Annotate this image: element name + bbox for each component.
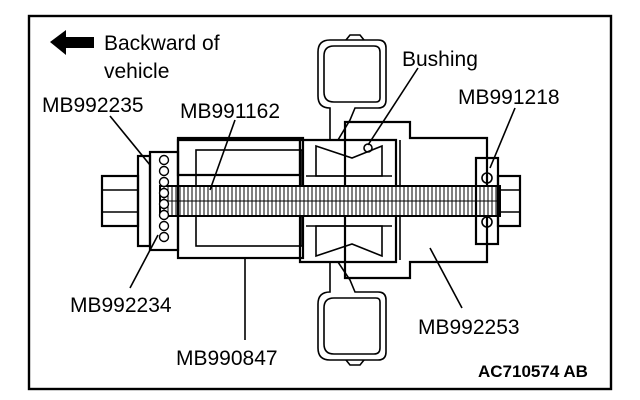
bushing [298,138,398,264]
bearing-ball [158,220,170,232]
label-mb991162: MB991162 [180,100,280,123]
bearing-ball [158,176,170,188]
direction-note-line1: Backward of [104,32,220,55]
direction-note-line2: vehicle [104,60,169,83]
label-mb992235: MB992235 [42,94,144,117]
leader-lines [109,67,516,340]
bearing-ball [158,198,170,210]
right-nut-mb991218 [474,156,522,246]
threaded-bolt-mb991162 [159,185,501,217]
label-mb990847: MB990847 [176,347,278,370]
bearing-ball [158,187,170,199]
bearing-ball [158,165,170,177]
control-arm-lower [317,261,387,366]
label-mb992253: MB992253 [418,316,520,339]
diagram-frame [27,14,613,391]
bearing-mb992234 [148,150,180,252]
label-mb991218: MB991218 [458,86,560,109]
figure-code: AC710574 AB [478,362,588,381]
bearing-ball [158,209,170,221]
label-mb992234: MB992234 [70,294,172,317]
bearing-ball [158,154,170,166]
control-arm-upper [317,34,387,141]
backward-arrow-icon [50,30,94,55]
bearing-ball [158,231,170,243]
label-bushing: Bushing [402,48,478,71]
left-nut-mb992235 [100,154,152,248]
